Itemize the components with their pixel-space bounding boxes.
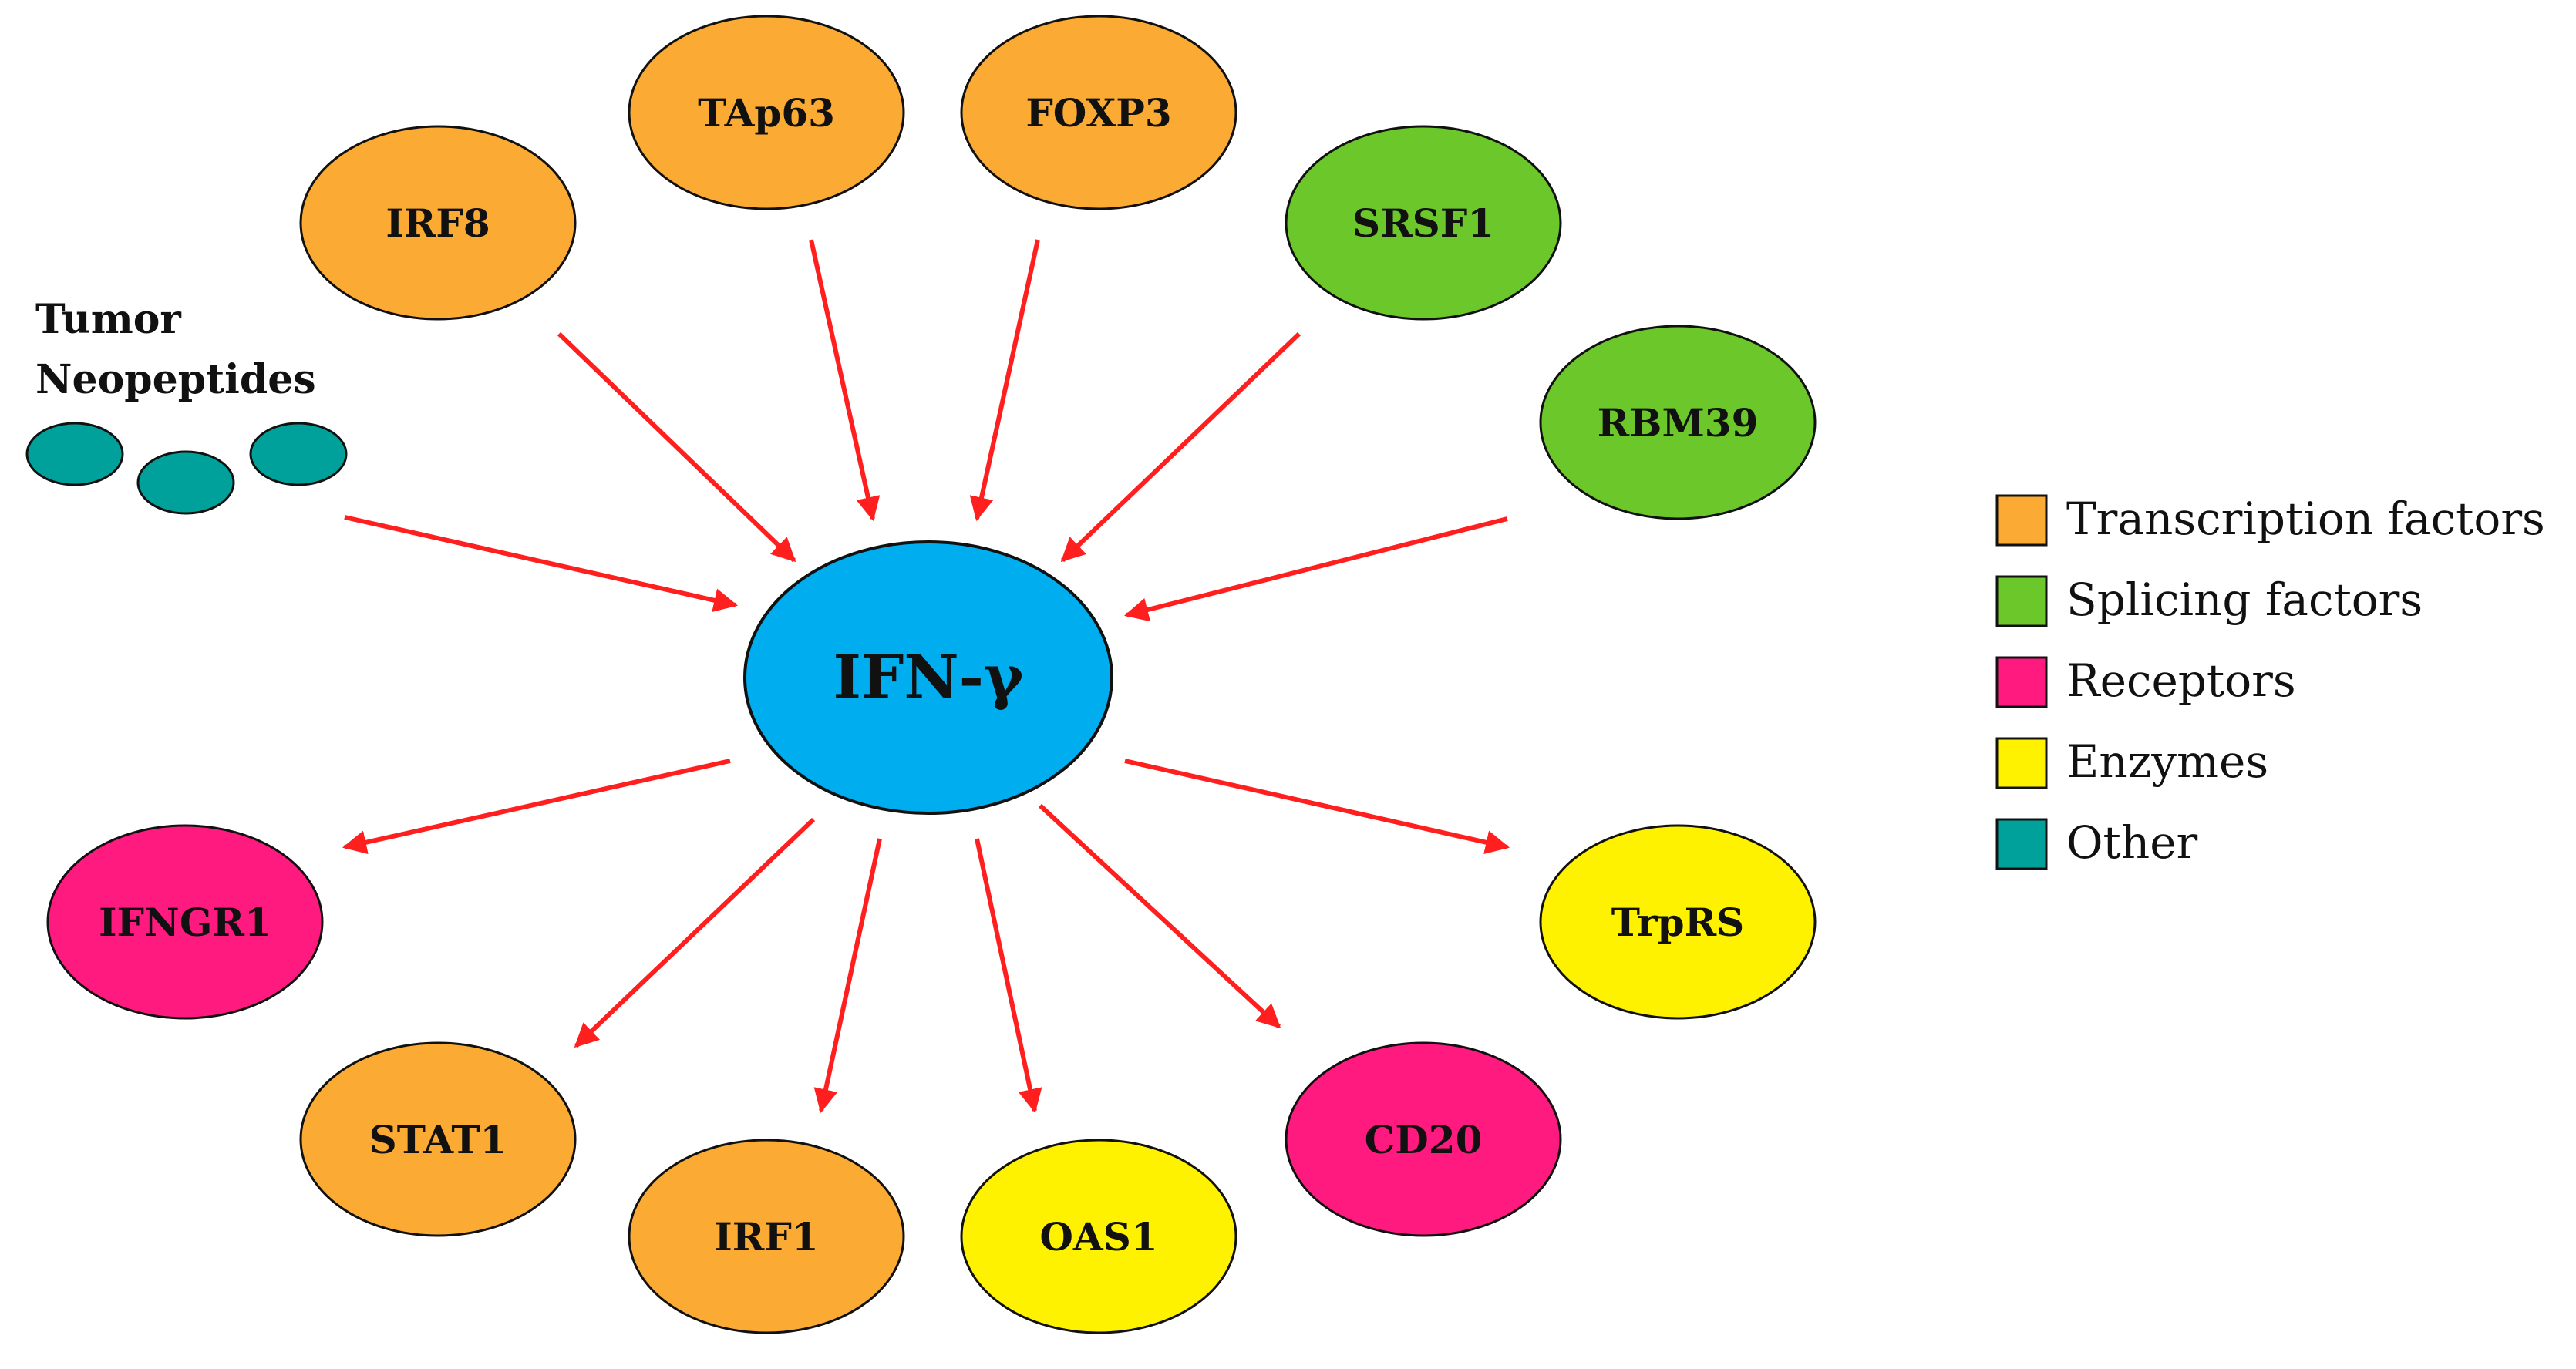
node-srsf1: SRSF1 [1285,125,1562,321]
node-rbm39-ellipse [1539,325,1817,520]
node-rbm39-label: RBM39 [1598,400,1759,446]
legend-label: Splicing factors [2066,574,2423,626]
node-ifngr1-ellipse [46,824,324,1020]
node-ifngr1: IFNGR1 [46,824,324,1020]
legend-item-2: Receptors [1995,654,2296,708]
node-irf8: IRF8 [299,125,577,321]
arrow-srsf1-to-ifng [1060,331,1301,563]
node-srsf1-ellipse [1285,125,1562,321]
tumor-neopeptides: Tumor Neopeptides [25,296,348,515]
node-tap63: TAp63 [628,15,905,210]
arrow-ifng-to-oas1 [975,838,1042,1114]
legend-swatch [1995,494,2048,547]
node-irf1-label: IRF1 [714,1214,818,1260]
node-cd20-ellipse [1285,1041,1562,1237]
tumor-neopeptides-line2: Neopeptides [35,356,316,403]
node-stat1-ellipse [299,1041,577,1237]
node-rbm39: RBM39 [1539,325,1817,520]
peptide-dot [25,422,124,486]
node-cd20: CD20 [1285,1041,1562,1237]
legend-item-1: Splicing factors [1995,574,2423,627]
node-foxp3: FOXP3 [960,15,1237,210]
node-oas1: OAS1 [960,1139,1237,1334]
edges [342,239,1510,1114]
peptide-dot [249,422,348,486]
node-oas1-label: OAS1 [1039,1214,1157,1260]
legend-label: Enzymes [2066,735,2268,788]
arrow-tumor-neopeptides-to-ifng [344,515,739,613]
node-tap63-ellipse [628,15,905,210]
node-stat1-label: STAT1 [369,1117,507,1162]
node-ifngr1-label: IFNGR1 [99,900,271,945]
center-node: IFN-γ [743,540,1113,815]
legend-swatch [1995,575,2048,627]
legend-swatch [1995,818,2048,870]
node-foxp3-ellipse [960,15,1237,210]
legend-label: Receptors [2066,654,2296,707]
node-trprs-label: TrpRS [1611,900,1745,945]
peptide-dot [136,450,235,515]
node-irf8-ellipse [299,125,577,321]
arrow-irf8-to-ifng [557,331,796,563]
legend-swatch [1995,656,2048,708]
node-irf8-label: IRF8 [386,200,490,246]
arrow-ifng-to-trprs [1124,758,1510,855]
tumor-neopeptides-line1: Tumor [35,296,181,343]
legend-item-4: Other [1995,816,2198,870]
node-trprs: TrpRS [1539,824,1817,1020]
node-cd20-label: CD20 [1365,1117,1483,1162]
arrow-tap63-to-ifng [809,239,881,522]
node-srsf1-label: SRSF1 [1352,200,1494,246]
legend-item-3: Enzymes [1995,735,2268,789]
node-oas1-ellipse [960,1139,1237,1334]
node-foxp3-label: FOXP3 [1025,90,1171,136]
legend-swatch [1995,737,2048,789]
center-node-ellipse [743,540,1113,815]
node-trprs-ellipse [1539,824,1817,1020]
legend-item-0: Transcription factors [1995,493,2545,547]
node-irf1-ellipse [628,1139,905,1334]
center-node-label: IFN-γ [833,642,1024,712]
arrow-rbm39-to-ifng [1123,516,1508,622]
node-tap63-label: TAp63 [698,90,835,136]
arrow-ifng-to-stat1 [574,817,816,1048]
arrow-foxp3-to-ifng [969,239,1040,522]
legend-label: Transcription factors [2066,493,2545,545]
arrow-ifng-to-cd20 [1038,803,1281,1029]
arrow-ifng-to-ifngr1 [342,758,731,855]
legend-label: Other [2066,816,2198,869]
arrow-ifng-to-irf1 [813,838,882,1114]
node-stat1: STAT1 [299,1041,577,1237]
node-irf1: IRF1 [628,1139,905,1334]
